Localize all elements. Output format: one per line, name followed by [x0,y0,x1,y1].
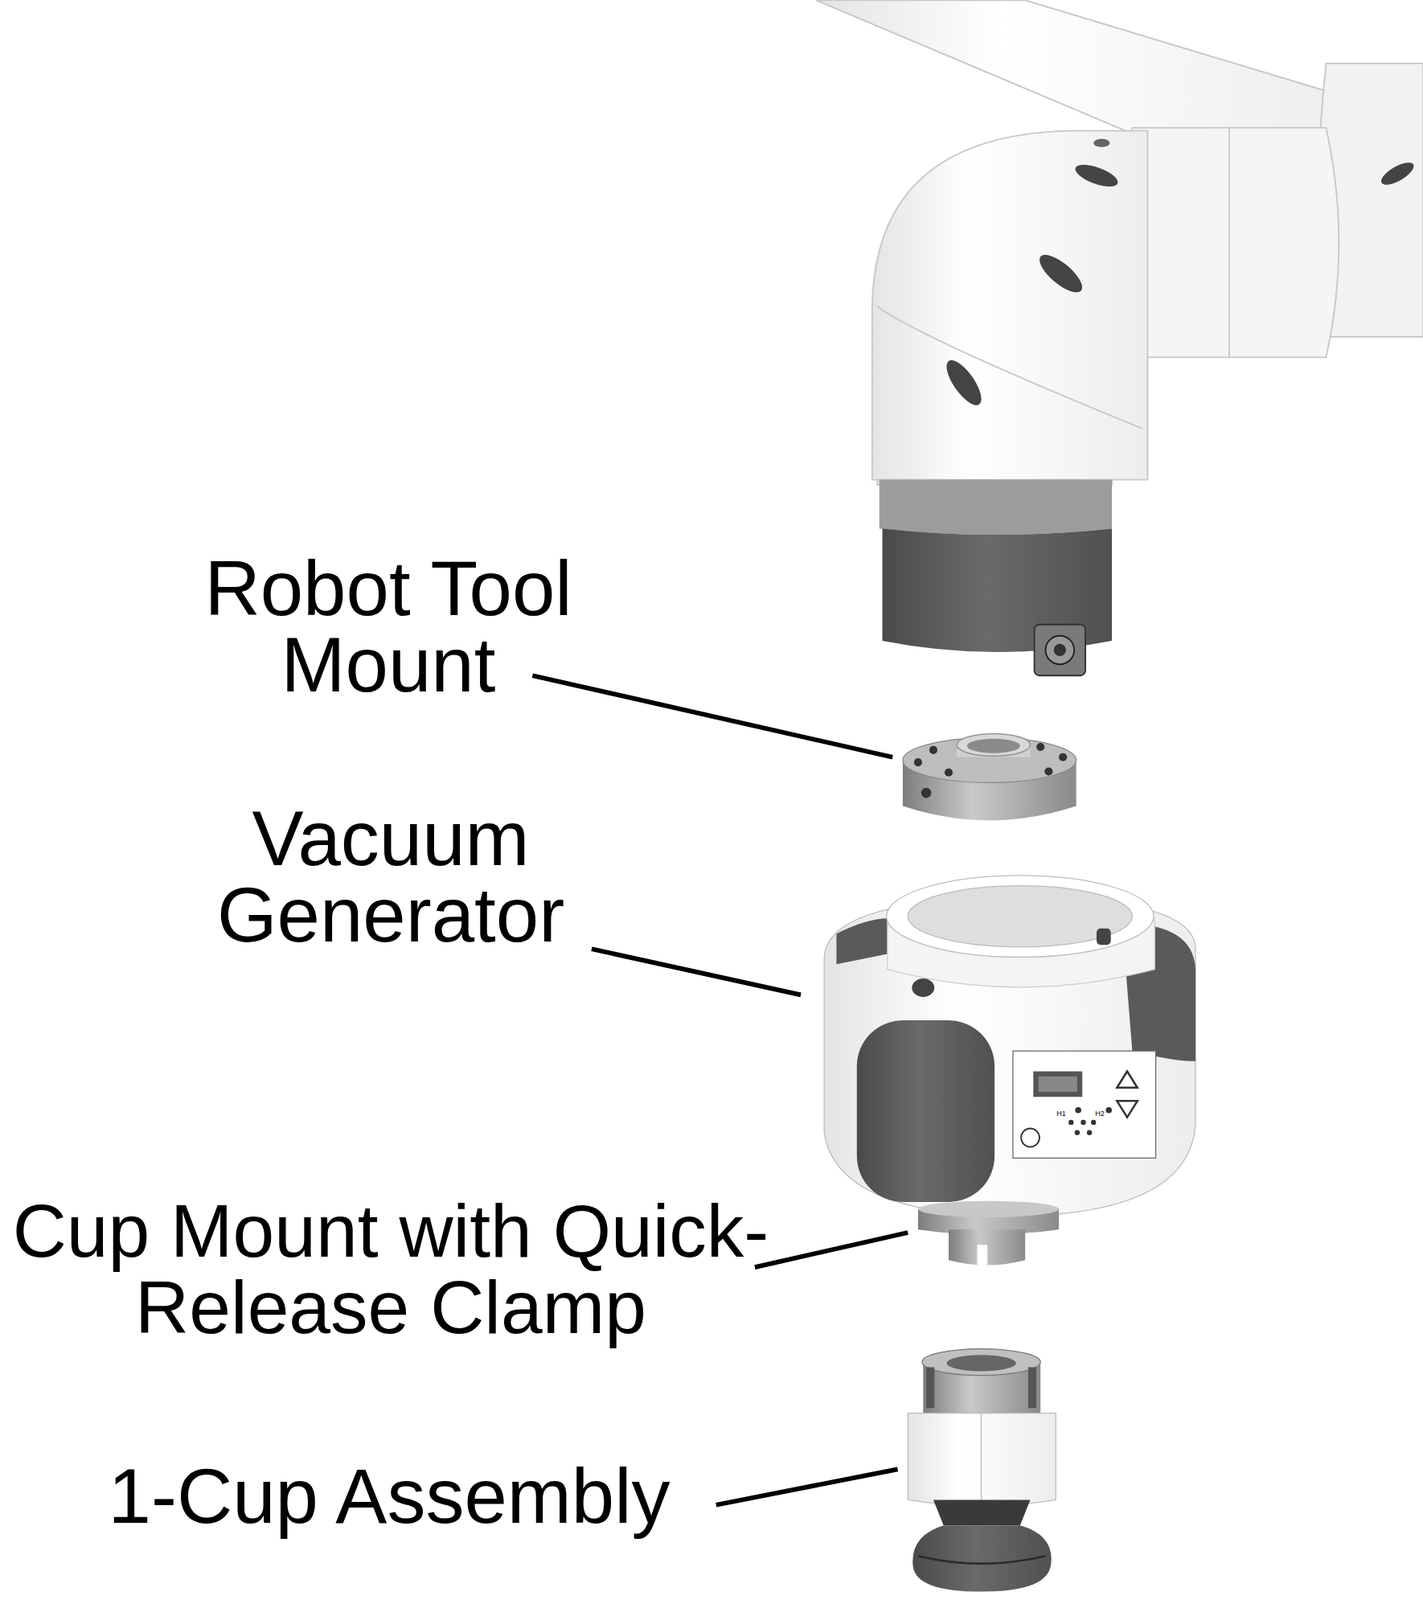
part-label: Vacuum Generator [173,799,608,953]
tool-mount-ring [902,734,1077,821]
vacuum-generator-body [824,875,1196,1217]
display-label: H1 [1056,1109,1067,1118]
robot-arm [816,0,1423,676]
cup-mount-clamp [918,1201,1059,1266]
part-label: 1-Cup Assembly [108,1457,671,1534]
cup-assembly [907,1349,1056,1592]
display-label: H2 [1094,1109,1105,1118]
part-label: Cup Mount with Quick-Release Clamp [2,1193,780,1346]
part-label: Robot Tool Mount [171,549,606,703]
leader-lines [532,675,908,1506]
